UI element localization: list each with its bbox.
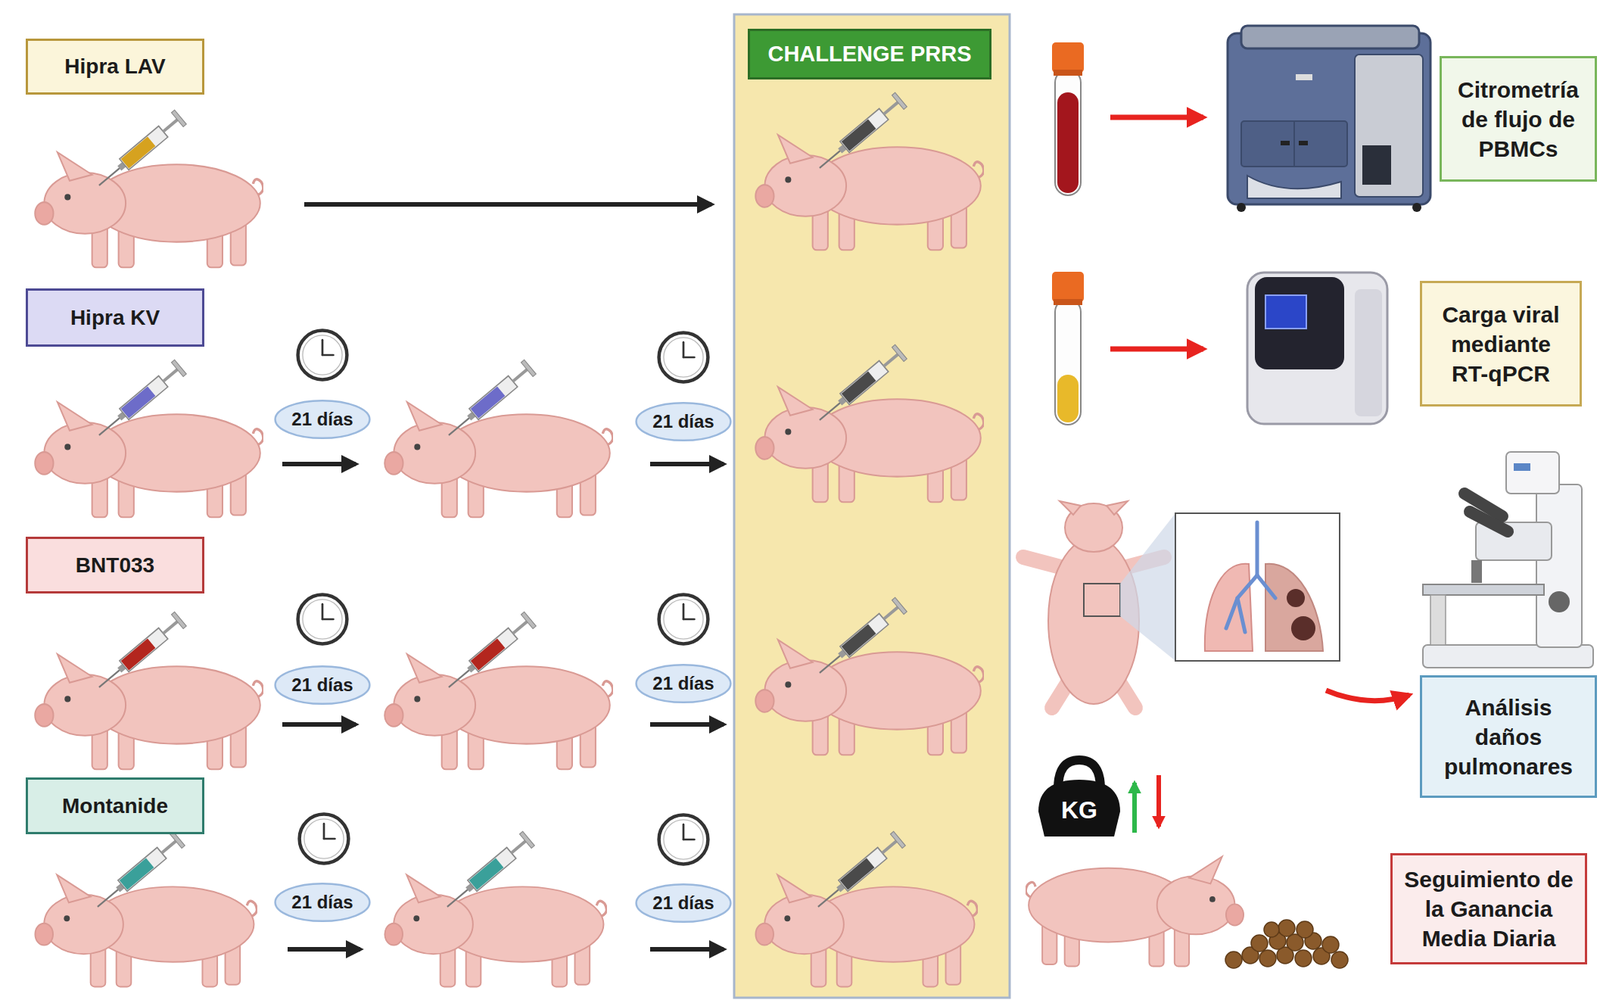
node-text: Hipra LAV: [64, 53, 165, 80]
node-text: 21 días: [652, 410, 714, 433]
timeline-arrows: [282, 204, 724, 950]
growth-pig: [1025, 856, 1244, 966]
interval-ellipse: 21 días: [273, 664, 372, 706]
node-text: CHALLENGE PRRS: [767, 41, 972, 67]
vaccine-group-box: BNT033: [25, 536, 205, 594]
vaccine-group-box: Montanide: [25, 777, 205, 835]
analysis-box: Análisis daños pulmonares: [1419, 675, 1597, 798]
node-text: 21 días: [291, 674, 353, 696]
serum-tube: [1052, 271, 1084, 425]
syringe-icons: [91, 92, 907, 914]
interval-ellipse: 21 días: [273, 881, 372, 923]
node-text: Citrometría de flujo de PBMCs: [1449, 74, 1588, 164]
microscope: [1422, 451, 1594, 668]
analysis-box: Carga viral mediante RT-qPCR: [1419, 280, 1582, 407]
node-text: Análisis daños pulmonares: [1429, 692, 1588, 782]
analysis-box: Seguimiento de la Ganancia Media Diaria: [1390, 852, 1588, 965]
node-text: 21 días: [652, 672, 714, 695]
challenge-band: [734, 14, 1010, 998]
node-text: 21 días: [291, 891, 353, 913]
interval-ellipse: 21 días: [273, 398, 372, 440]
vaccine-group-box: Hipra KV: [25, 288, 205, 347]
node-text: Carga viral mediante RT-qPCR: [1429, 299, 1572, 389]
challenge-box: CHALLENGE PRRS: [747, 28, 992, 80]
node-text: Seguimiento de la Ganancia Media Diaria: [1400, 864, 1578, 953]
interval-ellipse: 21 días: [634, 401, 733, 443]
weight-label: KG: [1038, 794, 1121, 825]
node-text: Montanide: [62, 793, 169, 819]
node-text: BNT033: [75, 552, 155, 579]
interval-ellipse: 21 días: [634, 882, 733, 924]
node-text: Hipra KV: [70, 305, 160, 331]
interval-ellipse: 21 días: [634, 663, 733, 704]
flow-cytometer: [1227, 25, 1431, 212]
node-text: 21 días: [652, 892, 714, 914]
weight-icon: [1038, 759, 1159, 837]
necropsy-pig: [1023, 501, 1340, 708]
qpcr-machine: [1247, 272, 1388, 424]
analysis-box: Citrometría de flujo de PBMCs: [1439, 56, 1597, 182]
feed-pellets: [1225, 919, 1348, 969]
vaccine-group-box: Hipra LAV: [25, 38, 205, 95]
node-text: 21 días: [291, 408, 353, 430]
blood-tube: [1052, 42, 1084, 196]
